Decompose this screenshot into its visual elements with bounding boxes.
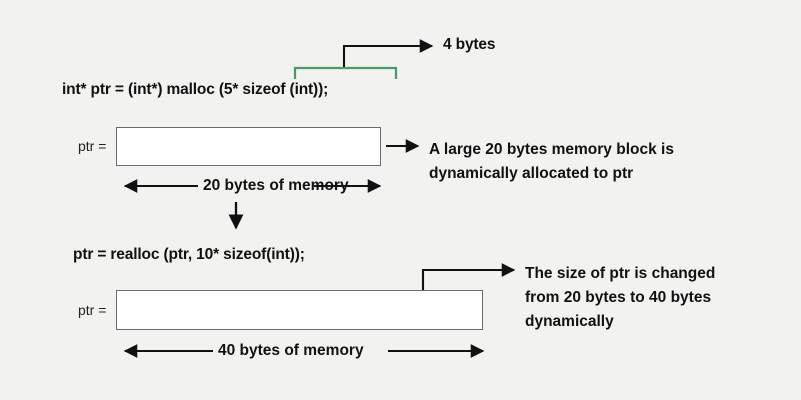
malloc-pointer-label: ptr = <box>78 138 107 154</box>
malloc-code-line: int* ptr = (int*) malloc (5* sizeof (int… <box>62 81 329 98</box>
realloc-callout-line-1: The size of ptr is changed <box>525 265 716 282</box>
four-bytes-label: 4 bytes <box>443 36 496 53</box>
realloc-pointer-label: ptr = <box>78 302 107 318</box>
dimension-label-40-bytes: 40 bytes of memory <box>218 342 364 359</box>
realloc-callout-arrow <box>421 263 516 290</box>
memory-block-40-bytes <box>116 290 483 330</box>
sizeof-bracket-icon <box>293 66 398 79</box>
dimension-label-20-bytes: 20 bytes of memory <box>203 177 349 194</box>
realloc-code-line: ptr = realloc (ptr, 10* sizeof(int)); <box>73 246 305 263</box>
realloc-callout-text: The size of ptr is changed from 20 bytes… <box>525 262 795 334</box>
memory-block-20-bytes <box>116 127 381 166</box>
realloc-callout-line-3: dynamically <box>525 313 614 330</box>
malloc-callout-line-2: dynamically allocated to ptr <box>429 165 634 182</box>
realloc-callout-line-2: from 20 bytes to 40 bytes <box>525 289 712 306</box>
malloc-callout-text: A large 20 bytes memory block is dynamic… <box>429 138 749 186</box>
four-bytes-leader-arrow <box>342 39 434 67</box>
malloc-callout-line-1: A large 20 bytes memory block is <box>429 141 674 158</box>
